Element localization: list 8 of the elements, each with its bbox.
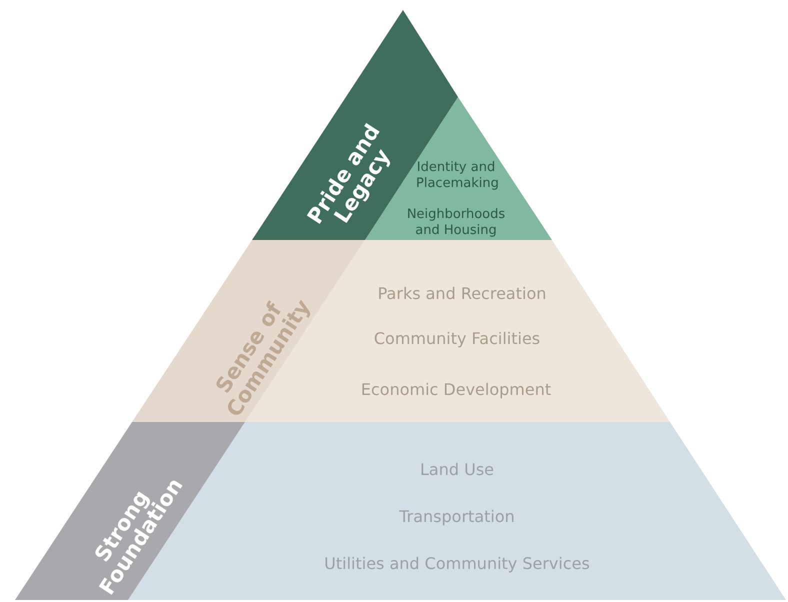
topic-label: Community Facilities [372, 329, 542, 348]
topic-label: Parks and Recreation [376, 284, 548, 304]
topic-label: Utilities and Community Services [323, 554, 591, 574]
topic-label: Transportation [398, 507, 516, 526]
topic-label: Land Use [419, 460, 495, 480]
topic-label: Neighborhoods and Housing [406, 207, 506, 238]
topic-label: Economic Development [360, 380, 552, 400]
topic-label: Identity and Placemaking [416, 160, 496, 192]
